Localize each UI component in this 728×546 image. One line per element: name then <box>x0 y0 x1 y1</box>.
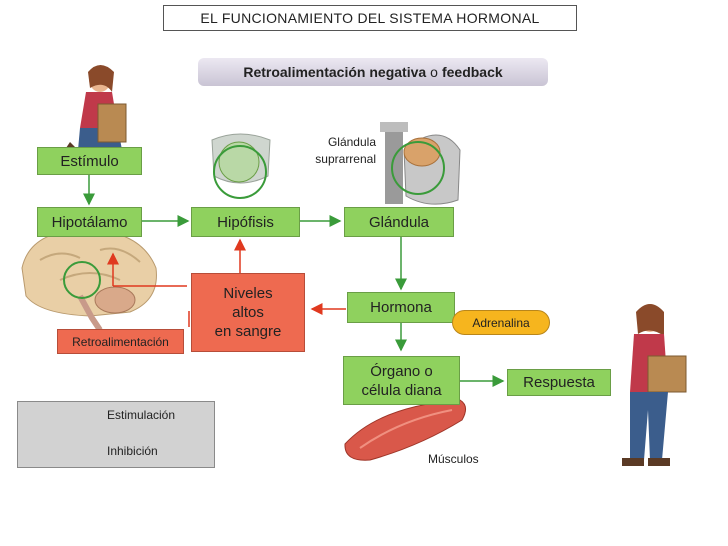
organo-line-1: Órgano o <box>370 362 433 380</box>
adrenal-label-line-2: suprarrenal <box>315 152 376 166</box>
subtitle-connector: o <box>430 64 438 80</box>
organo-line-2: célula diana <box>361 381 442 399</box>
subtitle-bold-1: Retroalimentación negativa <box>243 64 427 80</box>
niveles-line-3: en sangre <box>214 323 282 340</box>
node-hipotalamo: Hipotálamo <box>37 207 142 237</box>
niveles-line-2: altos <box>232 304 264 321</box>
subtitle-bold-2: feedback <box>441 64 503 80</box>
legend-box <box>17 401 215 468</box>
legend-inhibicion-label: Inhibición <box>107 444 158 458</box>
adrenal-label-line-1: Glándula <box>327 135 376 149</box>
adrenal-gland-illustration <box>380 122 461 205</box>
node-estimulo: Estímulo <box>37 147 142 175</box>
muscle-illustration <box>344 399 466 461</box>
person-holding-box-illustration <box>622 304 687 466</box>
legend-estimulacion-label: Estimulación <box>107 408 176 422</box>
node-glandula: Glándula <box>344 207 454 237</box>
node-retroalimentacion: Retroalimentación <box>57 329 184 354</box>
node-organo-diana: Órgano o célula diana <box>343 356 460 405</box>
niveles-line-1: Niveles <box>223 285 273 302</box>
node-hormona: Hormona <box>347 292 455 323</box>
brain-illustration <box>21 229 157 332</box>
muscle-label: Músculos <box>428 452 479 466</box>
node-niveles-altos: Niveles altos en sangre <box>191 273 305 352</box>
adrenal-label: Glándula suprarrenal <box>310 134 376 168</box>
node-respuesta: Respuesta <box>507 369 611 396</box>
pituitary-illustration <box>211 133 271 199</box>
person-lifting-box-illustration <box>66 65 127 156</box>
subtitle-banner: Retroalimentación negativa o feedback <box>198 58 548 86</box>
page-title: EL FUNCIONAMIENTO DEL SISTEMA HORMONAL <box>163 5 577 31</box>
node-hipofisis: Hipófisis <box>191 207 300 237</box>
badge-adrenalina: Adrenalina <box>452 310 550 335</box>
